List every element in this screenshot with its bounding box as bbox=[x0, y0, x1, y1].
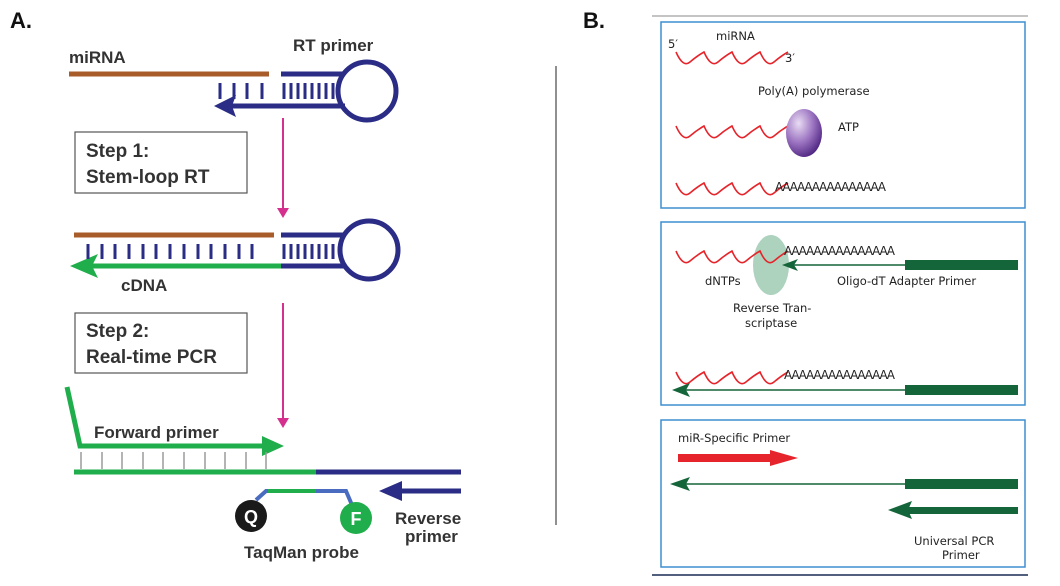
box1-frame bbox=[660, 21, 1026, 209]
mirna-wave-3 bbox=[675, 181, 789, 196]
universal-primer-label-1: Universal PCR bbox=[914, 534, 994, 548]
quencher-dye bbox=[235, 500, 267, 532]
step2-box: Step 2: Real-time PCR bbox=[74, 312, 248, 374]
fluorophore-label: F bbox=[351, 509, 362, 529]
dntps-label: dNTPs bbox=[705, 274, 741, 288]
adapter-primer-arrowhead bbox=[782, 259, 798, 271]
forward-primer-label: Forward primer bbox=[94, 423, 219, 442]
mir-specific-primer-arrowhead bbox=[770, 450, 798, 466]
template-arrowhead-b bbox=[670, 477, 690, 491]
reverse-transcriptase-label-1: Reverse Tran- bbox=[733, 301, 811, 315]
forward-primer-arrowhead bbox=[262, 436, 284, 456]
poly-a-polymerase-enzyme bbox=[786, 109, 822, 157]
stage3-pcr: Forward primer Q F TaqMan probe Reverse … bbox=[64, 386, 461, 562]
mirna-wave-5 bbox=[675, 370, 789, 385]
panel-b-letter: B. bbox=[583, 8, 605, 33]
stem-loop bbox=[335, 59, 399, 123]
rt-primer-arrowhead bbox=[214, 95, 236, 117]
box1-polyadenylation: miRNA 5′ 3′ Poly(A) polymerase ATP AAAAA… bbox=[660, 21, 1026, 209]
reverse-transcriptase-label-2: scriptase bbox=[745, 316, 797, 330]
mir-specific-primer bbox=[678, 454, 774, 462]
reverse-primer-arrowhead bbox=[379, 481, 402, 501]
mirna-wave-4 bbox=[675, 249, 789, 264]
box2-frame bbox=[660, 221, 1026, 406]
stage2-cdna: cDNA bbox=[70, 218, 401, 428]
cdna-arrowhead bbox=[70, 254, 98, 278]
step1-box-frame bbox=[74, 131, 248, 194]
fluorophore-dye bbox=[340, 502, 372, 534]
mir-specific-primer-label: miR-Specific Primer bbox=[678, 431, 790, 445]
poly-a-tail-2: AAAAAAAAAAAAAAA bbox=[784, 244, 896, 258]
three-prime-label: 3′ bbox=[785, 51, 795, 65]
atp-label: ATP bbox=[838, 120, 859, 134]
step1-title: Step 1: bbox=[86, 141, 149, 162]
probe-right-linker bbox=[316, 489, 354, 506]
mirna-label: miRNA bbox=[69, 48, 126, 67]
poly-a-tail-1: AAAAAAAAAAAAAAA bbox=[775, 180, 887, 194]
step2-subtitle: Real-time PCR bbox=[86, 347, 217, 368]
five-prime-label: 5′ bbox=[668, 37, 678, 51]
universal-pcr-primer bbox=[900, 507, 1018, 514]
oligo-dt-adapter bbox=[905, 260, 1018, 270]
box1-mirna-label: miRNA bbox=[716, 29, 755, 43]
reverse-primer-label-1: Reverse bbox=[395, 509, 461, 528]
step2-title: Step 2: bbox=[86, 321, 149, 342]
taqman-probe-label: TaqMan probe bbox=[244, 543, 359, 562]
adapter-block-b bbox=[905, 385, 1018, 395]
mirna-wave-1 bbox=[675, 50, 789, 65]
step1-arrow-head bbox=[277, 208, 289, 218]
cdna-label: cDNA bbox=[121, 276, 167, 295]
universal-pcr-primer-arrowhead bbox=[888, 501, 912, 519]
quencher-label: Q bbox=[244, 507, 258, 527]
reverse-transcriptase-enzyme bbox=[753, 235, 789, 295]
base-pair-ticks-2 bbox=[86, 244, 335, 259]
box2-reverse-transcription: AAAAAAAAAAAAAAA dNTPs Oligo-dT Adapter P… bbox=[660, 221, 1026, 406]
step1-box: Step 1: Stem-loop RT bbox=[74, 131, 248, 194]
forward-primer bbox=[64, 386, 262, 449]
step2-arrow-head bbox=[277, 418, 289, 428]
adapter-primer-label: Oligo-dT Adapter Primer bbox=[837, 274, 976, 288]
universal-adapter-block bbox=[905, 479, 1018, 489]
rt-primer-label: RT primer bbox=[293, 36, 374, 55]
universal-primer-label-2: Primer bbox=[942, 548, 980, 562]
forward-primer-ticks bbox=[80, 452, 267, 469]
box3-pcr: miR-Specific Primer Universal PCR Primer bbox=[660, 419, 1026, 568]
step1-subtitle: Stem-loop RT bbox=[86, 167, 210, 188]
panel-a-letter: A. bbox=[10, 8, 32, 33]
cdna-arrowhead-b bbox=[672, 383, 690, 397]
reverse-primer-label-2: primer bbox=[405, 527, 458, 546]
box3-frame bbox=[660, 419, 1026, 568]
step2-box-frame bbox=[74, 312, 248, 374]
poly-a-tail-3: AAAAAAAAAAAAAAA bbox=[784, 368, 896, 382]
stage1-hybrid: miRNA RT primer bbox=[69, 36, 399, 218]
poly-a-polymerase-label: Poly(A) polymerase bbox=[758, 84, 870, 98]
base-pair-ticks bbox=[218, 83, 335, 99]
stem-loop-2 bbox=[337, 218, 401, 282]
